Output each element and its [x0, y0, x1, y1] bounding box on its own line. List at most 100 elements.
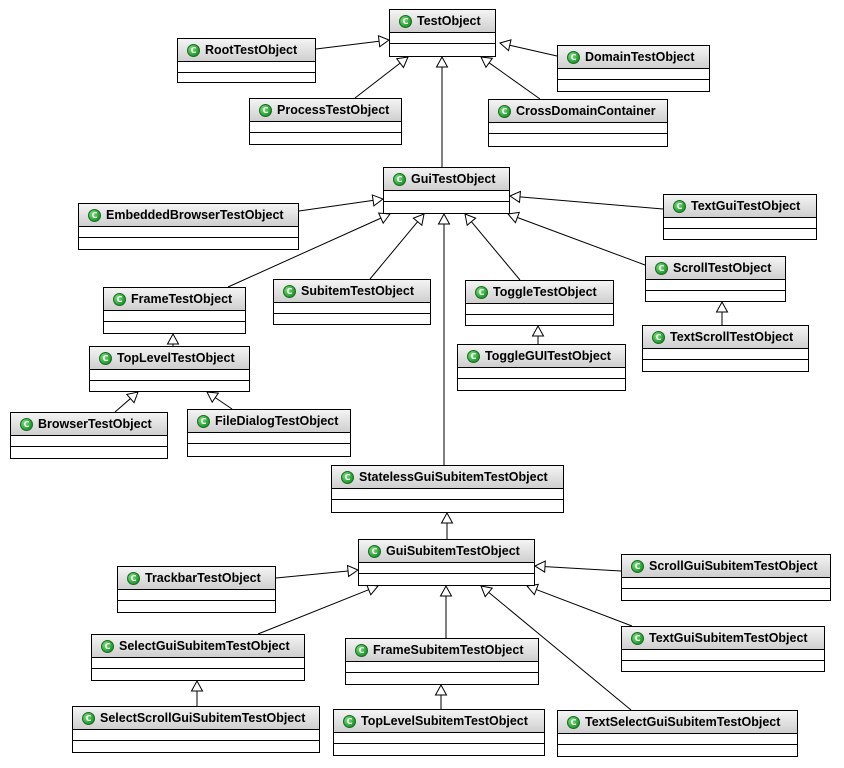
class-icon: C	[187, 43, 200, 57]
class-name: EmbeddedBrowserTestObject	[106, 208, 284, 222]
class-name: SelectScrollGuiSubitemTestObject	[100, 711, 306, 725]
inheritance-frame-subitem-test-object-to-gui-subitem-test-object	[439, 584, 453, 638]
class-box-text-gui-subitem-test-object[interactable]: C TextGuiSubitemTestObject	[621, 626, 825, 672]
inheritance-line	[315, 40, 380, 50]
inheritance-subitem-test-object-to-gui-test-object	[369, 213, 425, 280]
generalization-arrowhead	[464, 213, 477, 227]
class-header: C StatelessGuiSubitemTestObject	[332, 466, 563, 489]
generalization-arrowhead	[346, 564, 360, 578]
inheritance-line	[257, 589, 369, 635]
inheritance-scroll-gui-subitem-test-object-to-gui-subitem-test-object	[533, 560, 622, 573]
generalization-arrowhead	[531, 324, 545, 337]
class-name: ScrollTestObject	[673, 261, 772, 275]
class-icon: C	[655, 261, 668, 275]
class-name: TopLevelTestObject	[117, 351, 235, 365]
inheritance-text-gui-subitem-test-object-to-gui-subitem-test-object	[526, 583, 633, 627]
class-box-select-scroll-gui-subitem-test-object[interactable]: C SelectScrollGuiSubitemTestObject	[72, 706, 320, 753]
attributes-compartment	[643, 349, 808, 360]
class-header: C FrameTestObject	[104, 288, 245, 311]
class-icon: C	[197, 414, 210, 428]
generalization-arrowhead	[440, 511, 454, 524]
class-icon: C	[393, 172, 406, 186]
attributes-compartment	[466, 304, 613, 315]
attributes-compartment	[92, 658, 304, 669]
class-box-scroll-test-object[interactable]: C ScrollTestObject	[645, 256, 786, 302]
attributes-compartment	[334, 733, 544, 744]
inheritance-line	[536, 589, 633, 627]
class-name: TextGuiSubitemTestObject	[649, 631, 808, 645]
inheritance-toggle-test-object-to-gui-test-object	[464, 213, 521, 281]
class-header: C TextGuiSubitemTestObject	[622, 627, 824, 650]
inheritance-line	[488, 591, 632, 711]
inheritance-embedded-browser-test-object-to-gui-test-object	[298, 194, 385, 212]
class-box-stateless-gui-subitem-test-object[interactable]: C StatelessGuiSubitemTestObject	[331, 465, 564, 513]
class-icon: C	[368, 544, 381, 558]
class-icon: C	[113, 292, 126, 306]
attributes-compartment	[390, 33, 495, 44]
class-header: C DomainTestObject	[558, 46, 709, 69]
class-box-frame-test-object[interactable]: C FrameTestObject	[103, 287, 246, 334]
class-name: StatelessGuiSubitemTestObject	[359, 470, 548, 484]
inheritance-stateless-gui-subitem-test-object-to-gui-test-object	[437, 212, 451, 465]
class-name: TopLevelSubitemTestObject	[361, 714, 528, 728]
class-icon: C	[567, 50, 580, 64]
class-name: DomainTestObject	[585, 50, 695, 64]
inheritance-line	[214, 397, 233, 410]
inheritance-line	[114, 398, 131, 413]
class-box-toggle-gui-test-object[interactable]: C ToggleGUITestObject	[457, 344, 626, 391]
class-box-domain-test-object[interactable]: C DomainTestObject	[557, 45, 710, 92]
class-icon: C	[82, 711, 95, 725]
attributes-compartment	[104, 311, 245, 322]
inheritance-line	[354, 62, 401, 99]
inheritance-line	[369, 221, 418, 280]
inheritance-file-dialog-test-object-to-top-level-test-object	[206, 391, 233, 410]
attributes-compartment	[622, 578, 830, 589]
attributes-compartment	[250, 122, 401, 133]
class-name: ToggleGUITestObject	[485, 349, 611, 363]
class-icon: C	[631, 631, 644, 645]
class-icon: C	[341, 470, 354, 484]
class-name: TestObject	[417, 14, 481, 28]
inheritance-line	[517, 217, 646, 266]
class-name: TrackbarTestObject	[145, 571, 261, 585]
inheritance-select-scroll-gui-subitem-test-object-to-select-gui-subitem-test-object	[190, 679, 204, 706]
class-icon: C	[467, 349, 480, 363]
inheritance-line	[298, 199, 374, 212]
class-header: C ToggleGUITestObject	[458, 345, 625, 368]
class-name: FrameTestObject	[131, 292, 233, 306]
generalization-arrowhead	[371, 194, 385, 207]
inheritance-line	[488, 62, 541, 100]
class-icon: C	[259, 103, 272, 117]
generalization-arrowhead	[435, 55, 449, 68]
attributes-compartment	[346, 662, 538, 673]
